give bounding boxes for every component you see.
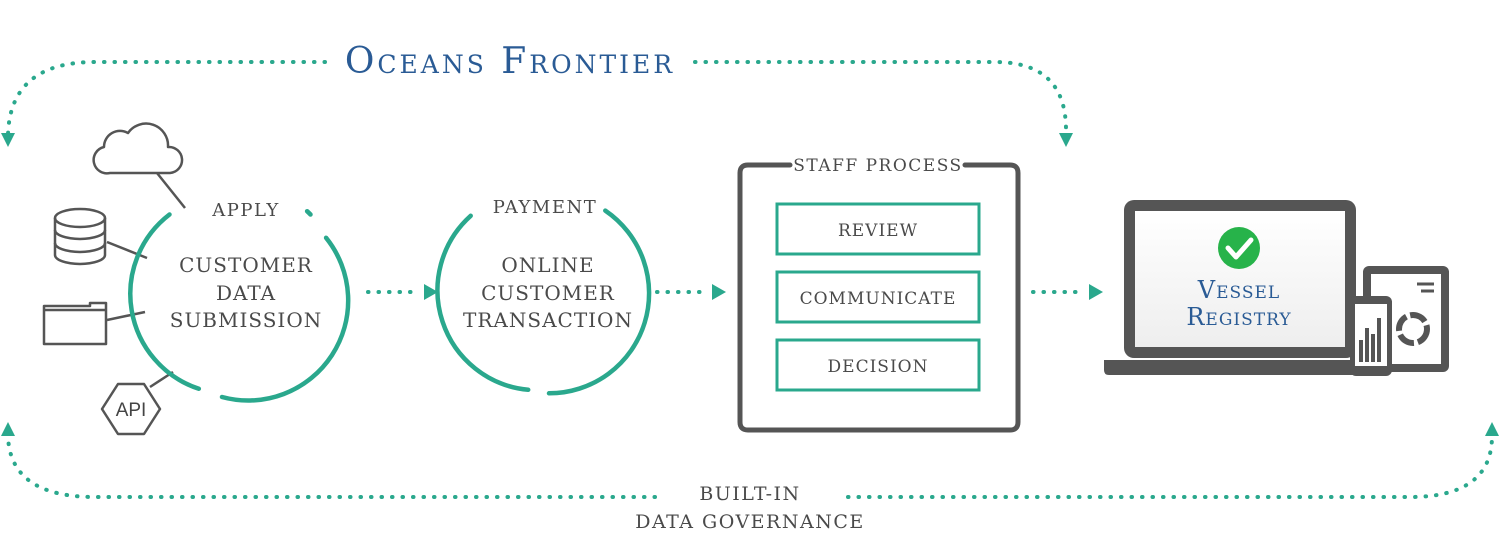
cloud-connector (156, 172, 186, 209)
top-loop-left-arrowhead (1, 133, 15, 147)
apply-heading: APPLY (211, 200, 279, 221)
payment-heading: PAYMENT (493, 197, 597, 218)
payment-line-3: TRANSACTION (463, 308, 633, 332)
apply-line-1: CUSTOMER (179, 253, 313, 277)
bottom-loop-right-arrowhead (1485, 422, 1499, 436)
bottom-loop-left (6, 434, 657, 499)
apply-line-2: DATA (216, 281, 276, 305)
payment-line-2: CUSTOMER (481, 281, 615, 305)
database-icon (53, 207, 107, 266)
staff-process-frame (737, 162, 1021, 433)
apply-circle (128, 208, 351, 403)
step-communicate-box (775, 270, 981, 324)
step-decision-box (775, 338, 981, 392)
bottom-loop-left-arrowhead (1, 422, 15, 436)
arrow-staff-to-registry-head (1089, 284, 1103, 300)
registry-line-1: Vessel (1197, 276, 1280, 304)
payment-circle (435, 208, 652, 396)
arrow-payment-to-staff-head (712, 284, 726, 300)
apply-line-3: SUBMISSION (170, 308, 322, 332)
step-review-label: REVIEW (838, 221, 918, 241)
top-loop-right (693, 60, 1068, 132)
governance-line-2: DATA GOVERNANCE (635, 511, 865, 533)
api-label: API (116, 400, 147, 421)
cloud-icon (92, 122, 184, 175)
folder-connector (106, 310, 146, 322)
governance-line-1: BUILT-IN (699, 483, 800, 505)
check-icon (1218, 227, 1260, 269)
staff-process-heading: STAFF PROCESS (793, 156, 962, 176)
page-title: Oceans Frontier (345, 41, 675, 82)
payment-line-1: ONLINE (501, 253, 594, 277)
bottom-loop-right (846, 434, 1494, 499)
step-communicate-label: COMMUNICATE (800, 289, 957, 309)
registry-line-2: Registry (1186, 303, 1291, 331)
top-loop-right-arrowhead (1059, 133, 1073, 147)
step-decision-label: DECISION (828, 357, 929, 377)
api-hexagon-icon (100, 382, 162, 436)
top-loop-left (6, 60, 327, 137)
arrow-apply-to-payment-head (424, 284, 438, 300)
laptop-icon (1104, 200, 1376, 375)
folder-icon (42, 301, 108, 346)
phone-icon (1350, 296, 1392, 376)
step-review-box (775, 202, 981, 256)
